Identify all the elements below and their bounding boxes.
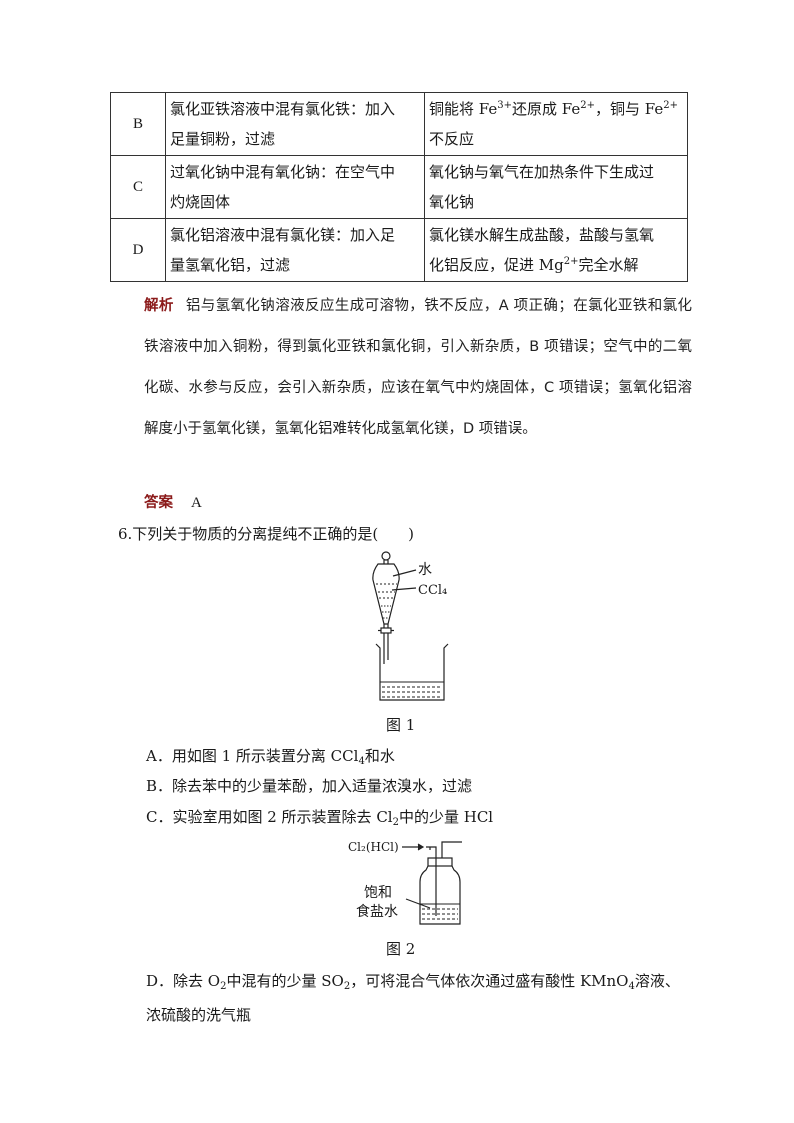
figure-1-separatory-funnel: 水 CCl₄: [372, 551, 449, 701]
row-label: B: [110, 92, 166, 156]
table-row: D 氯化铝溶液中混有氯化镁：加入足 量氢氧化铝，过滤 氯化镁水解生成盐酸，盐酸与…: [110, 218, 688, 282]
label-liquid-line2: 食盐水: [356, 903, 398, 920]
option-d: D．除去 O2中混有的少量 SO2，可将混合气体依次通过盛有酸性 KMnO4溶液…: [146, 972, 680, 1024]
option-c: C．实验室用如图 2 所示装置除去 Cl2中的少量 HCl: [146, 808, 494, 828]
label-water: 水: [418, 562, 432, 578]
row-method: 氯化亚铁溶液中混有氯化铁：加入 足量铜粉，过滤: [165, 92, 425, 156]
row-label: C: [110, 155, 166, 219]
answer-line: 答案 A: [144, 490, 202, 516]
row-reason: 铜能将 Fe3+还原成 Fe2+，铜与 Fe2+ 不反应: [424, 92, 688, 156]
analysis-paragraph: 解析铝与氢氧化钠溶液反应生成可溶物，铁不反应，A 项正确；在氯化亚铁和氯化铁溶液…: [144, 286, 692, 450]
option-a: A．用如图 1 所示装置分离 CCl4和水: [146, 747, 395, 767]
analysis-text: 铝与氢氧化钠溶液反应生成可溶物，铁不反应，A 项正确；在氯化亚铁和氯化铁溶液中加…: [144, 298, 693, 437]
row-method: 氯化铝溶液中混有氯化镁：加入足 量氢氧化铝，过滤: [165, 218, 425, 282]
row-method: 过氧化钠中混有氧化钠：在空气中 灼烧固体: [165, 155, 425, 219]
question-title: 6.下列关于物质的分离提纯不正确的是( ): [118, 525, 415, 543]
figure-2-caption: 图 2: [386, 940, 416, 958]
row-reason: 氧化钠与氧气在加热条件下生成过 氧化钠: [424, 155, 688, 219]
table-row: B 氯化亚铁溶液中混有氯化铁：加入 足量铜粉，过滤 铜能将 Fe3+还原成 Fe…: [110, 92, 688, 156]
label-ccl4: CCl₄: [418, 583, 447, 598]
analysis-tag: 解析: [144, 298, 174, 314]
table-row: C 过氧化钠中混有氧化钠：在空气中 灼烧固体 氧化钠与氧气在加热条件下生成过 氧…: [110, 155, 688, 219]
row-label: D: [110, 218, 166, 282]
option-b: B．除去苯中的少量苯酚，加入适量浓溴水，过滤: [146, 777, 473, 795]
figure-2-gas-washing-bottle: Cl₂(HCl) 饱和 食盐水: [348, 840, 462, 925]
row-reason: 氯化镁水解生成盐酸，盐酸与氢氧 化铝反应，促进 Mg2+完全水解: [424, 218, 688, 282]
answer-value: A: [191, 495, 202, 511]
label-liquid-line1: 饱和: [364, 885, 392, 901]
options-table: B 氯化亚铁溶液中混有氯化铁：加入 足量铜粉，过滤 铜能将 Fe3+还原成 Fe…: [110, 92, 688, 282]
label-gas: Cl₂(HCl): [348, 840, 399, 854]
figure-1-caption: 图 1: [386, 716, 416, 734]
answer-tag: 答案: [144, 495, 173, 511]
